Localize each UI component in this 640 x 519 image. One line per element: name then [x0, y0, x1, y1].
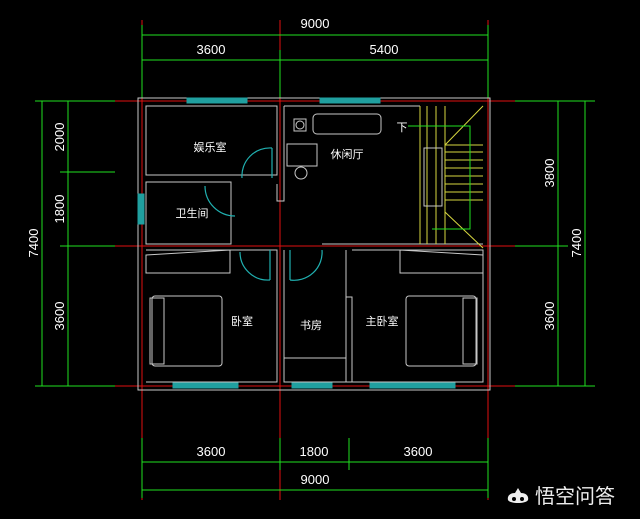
top-total-dim: 9000 [301, 16, 330, 31]
left-dim-3: 3600 [52, 302, 67, 331]
room-label-entertainment: 娱乐室 [194, 140, 227, 154]
left-total-dim: 7400 [26, 229, 41, 258]
bottom-dim-2: 1800 [300, 444, 329, 459]
stairs-arrow [408, 125, 471, 230]
axis-grid [100, 20, 540, 500]
room-label-master-bedroom: 主卧室 [366, 314, 399, 328]
doors [204, 147, 323, 281]
top-dim-1: 3600 [197, 42, 226, 57]
left-dim-2: 1800 [52, 195, 67, 224]
room-label-study: 书房 [300, 319, 322, 332]
room-label-bedroom: 卧室 [231, 314, 253, 328]
top-dim-2: 5400 [370, 42, 399, 57]
watermark-text: 悟空问答 [535, 484, 615, 508]
watermark: 悟空问答 [506, 484, 615, 508]
bottom-dim-3: 3600 [404, 444, 433, 459]
right-dim-1: 3800 [542, 159, 557, 188]
windows [137, 97, 456, 389]
stairs-down-label: 下 [397, 121, 408, 134]
dimension-lines [35, 25, 595, 498]
right-total-dim: 7400 [569, 229, 584, 258]
furniture [145, 113, 484, 367]
room-labels: 娱乐室 卫生间 休闲厅 卧室 书房 主卧室 下 [176, 121, 408, 332]
left-dim-1: 2000 [52, 123, 67, 152]
room-label-bathroom: 卫生间 [176, 206, 209, 220]
right-dim-2: 3600 [542, 302, 557, 331]
bottom-total-dim: 9000 [301, 472, 330, 487]
staircase [419, 105, 484, 249]
room-label-lounge: 休闲厅 [331, 147, 364, 161]
walls [137, 97, 491, 391]
wukong-logo-icon [507, 488, 529, 503]
bottom-dim-1: 3600 [197, 444, 226, 459]
dimension-labels: 9000 3600 5400 3600 1800 3600 9000 7400 … [26, 16, 584, 487]
